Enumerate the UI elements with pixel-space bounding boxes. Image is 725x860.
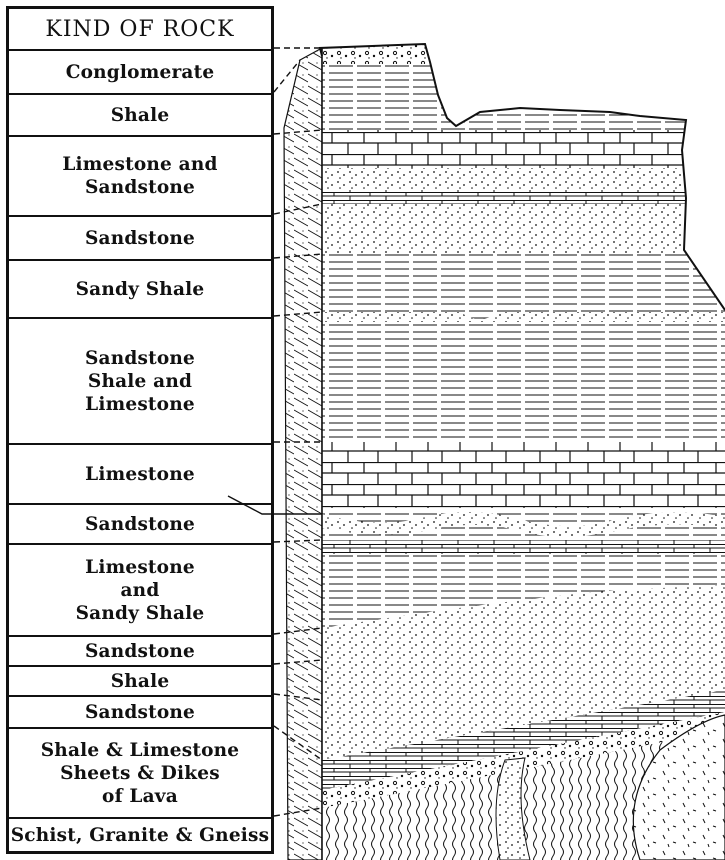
stratum-sandstone [322,204,725,254]
strata [322,40,725,860]
block-side-face [284,48,322,860]
stratum-limestone-sandstone [322,130,725,168]
stratum-limestone [322,442,725,508]
